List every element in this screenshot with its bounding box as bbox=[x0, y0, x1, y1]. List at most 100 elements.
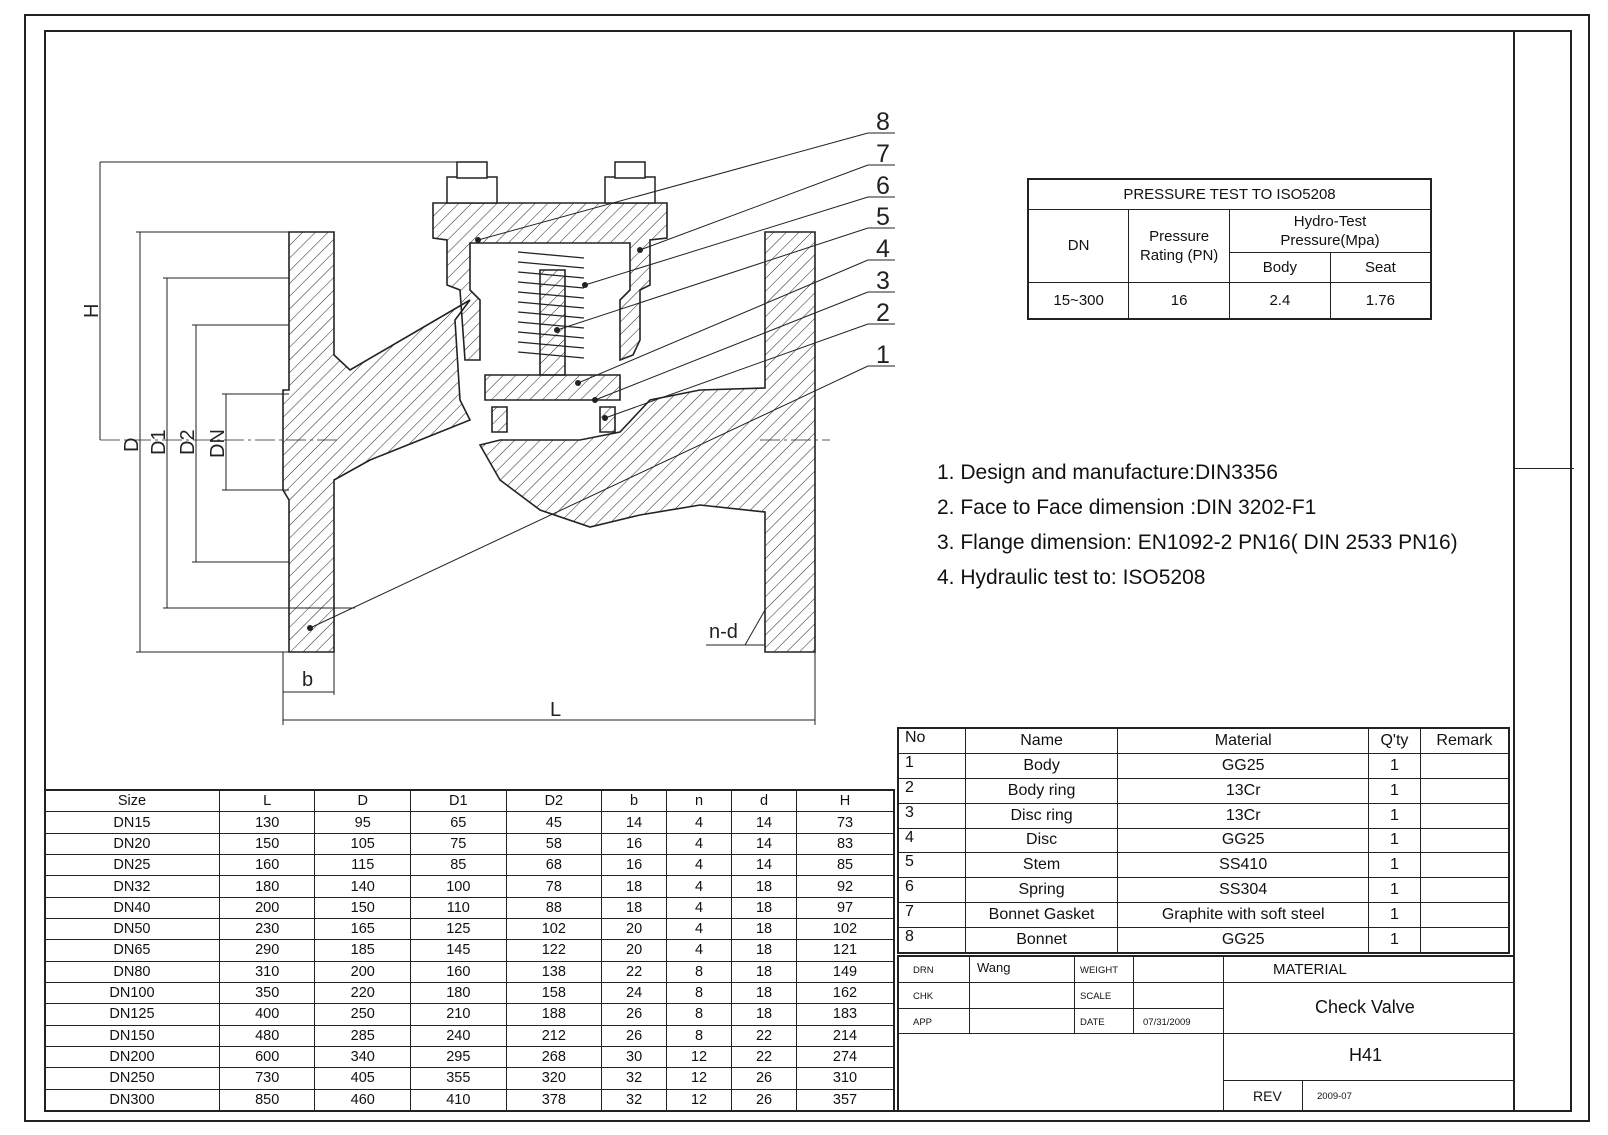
callout-6: 6 bbox=[876, 172, 890, 200]
callout-7: 7 bbox=[876, 140, 890, 168]
dimension-cell: 185 bbox=[314, 939, 412, 962]
dimension-cell: 85 bbox=[410, 854, 507, 877]
dimension-cell: 14 bbox=[601, 811, 668, 834]
dimension-cell: 8 bbox=[666, 1024, 733, 1047]
parts-header-cell: Remark bbox=[1419, 727, 1510, 754]
parts-cell: 1 bbox=[1367, 802, 1421, 829]
dimension-cell: 4 bbox=[666, 875, 733, 898]
parts-cell: 1 bbox=[1367, 827, 1421, 854]
dimension-cell: 460 bbox=[314, 1088, 412, 1111]
dimension-cell: DN250 bbox=[44, 1067, 220, 1090]
dimension-cell: DN300 bbox=[44, 1088, 220, 1111]
dimension-cell: 8 bbox=[666, 960, 733, 983]
dimension-cell: 16 bbox=[601, 832, 668, 856]
pressure-test-seat-header: Seat bbox=[1329, 251, 1432, 283]
dimension-cell: 32 bbox=[601, 1067, 668, 1090]
dimension-cell: 4 bbox=[666, 939, 733, 962]
callout-8: 8 bbox=[876, 108, 890, 136]
dimension-cell: 214 bbox=[796, 1024, 895, 1047]
dimension-cell: 102 bbox=[505, 917, 603, 941]
parts-cell: 2 bbox=[897, 777, 966, 804]
pressure-test-body-header: Body bbox=[1229, 251, 1331, 283]
rev-value: 2009-07 bbox=[1317, 1091, 1352, 1102]
weight-label: WEIGHT bbox=[1080, 965, 1118, 976]
dimension-cell: 22 bbox=[731, 1024, 798, 1047]
dimension-cell: 350 bbox=[218, 981, 316, 1005]
dimension-cell: 110 bbox=[410, 896, 507, 920]
dimension-cell: 480 bbox=[218, 1024, 316, 1047]
parts-cell: Spring bbox=[964, 877, 1119, 904]
dimension-cell: 378 bbox=[505, 1088, 603, 1111]
dimension-header-cell: L bbox=[218, 789, 316, 813]
dimension-header-cell: D2 bbox=[505, 789, 603, 813]
dimension-cell: 183 bbox=[796, 1003, 895, 1026]
dimension-cell: 4 bbox=[666, 854, 733, 877]
note-flange: 3. Flange dimension: EN1092-2 PN16( DIN … bbox=[937, 531, 1458, 554]
parts-cell: 1 bbox=[1367, 877, 1421, 904]
dimension-cell: 14 bbox=[731, 832, 798, 856]
body-right-half bbox=[478, 231, 816, 653]
dimension-cell: 210 bbox=[410, 1003, 507, 1026]
parts-cell bbox=[1419, 827, 1510, 854]
bolt-left bbox=[446, 176, 498, 204]
dimension-cell: DN150 bbox=[44, 1024, 220, 1047]
dimension-cell: DN125 bbox=[44, 1003, 220, 1026]
dimension-cell: 200 bbox=[218, 896, 316, 920]
callout-3: 3 bbox=[876, 267, 890, 295]
parts-cell: 1 bbox=[897, 753, 966, 779]
dimension-cell: 105 bbox=[314, 832, 412, 856]
parts-cell: SS304 bbox=[1117, 877, 1369, 904]
dimension-cell: 18 bbox=[731, 875, 798, 898]
dimension-cell: 8 bbox=[666, 981, 733, 1005]
dimension-cell: 285 bbox=[314, 1024, 412, 1047]
parts-cell bbox=[1419, 852, 1510, 879]
dimension-cell: DN65 bbox=[44, 939, 220, 962]
dimension-cell: DN80 bbox=[44, 960, 220, 983]
dimension-cell: DN200 bbox=[44, 1045, 220, 1069]
dimension-cell: 274 bbox=[796, 1045, 895, 1069]
dimension-cell: 180 bbox=[218, 875, 316, 898]
parts-header-cell: Q'ty bbox=[1367, 727, 1421, 754]
spec-notes: 1. Design and manufacture:DIN3356 2. Fac… bbox=[937, 455, 1458, 595]
dimension-cell: 14 bbox=[731, 811, 798, 834]
dimension-header-cell: b bbox=[601, 789, 668, 813]
dimension-cell: 290 bbox=[218, 939, 316, 962]
dimension-cell: 26 bbox=[601, 1024, 668, 1047]
dimension-cell: 355 bbox=[410, 1067, 507, 1090]
dimension-cell: 100 bbox=[410, 875, 507, 898]
dimension-cell: DN15 bbox=[44, 811, 220, 834]
dimension-cell: 240 bbox=[410, 1024, 507, 1047]
callout-4: 4 bbox=[876, 235, 890, 263]
dimension-cell: 230 bbox=[218, 917, 316, 941]
dim-label-H: H bbox=[81, 304, 103, 318]
parts-cell: 8 bbox=[897, 926, 966, 954]
dimension-cell: 83 bbox=[796, 832, 895, 856]
dimension-cell: 410 bbox=[410, 1088, 507, 1111]
title-side-strip bbox=[1513, 30, 1574, 1112]
dimension-cell: 295 bbox=[410, 1045, 507, 1069]
dimension-cell: 18 bbox=[601, 896, 668, 920]
parts-cell: 13Cr bbox=[1117, 777, 1369, 804]
dimension-cell: 18 bbox=[731, 939, 798, 962]
spring-coils bbox=[517, 251, 585, 359]
drawing-border-outer bbox=[24, 14, 1590, 1122]
dimension-cell: 180 bbox=[410, 981, 507, 1005]
pressure-test-title: PRESSURE TEST TO ISO5208 bbox=[1027, 178, 1432, 210]
dimension-cell: 26 bbox=[731, 1067, 798, 1090]
dimension-cell: 75 bbox=[410, 832, 507, 856]
scale-label: SCALE bbox=[1080, 991, 1112, 1002]
